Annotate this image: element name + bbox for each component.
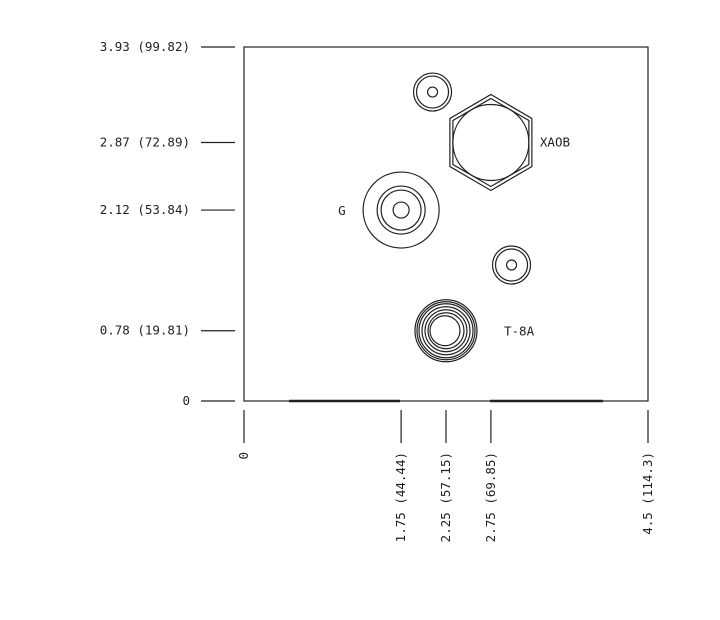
y-tick-label: 0.78 (19.81) (100, 323, 190, 338)
port-t-8a: T-8A (414, 299, 535, 363)
x-tick-label: 2.75 (69.85) (483, 452, 498, 542)
port-t-8a-ring-5 (424, 309, 468, 353)
port-g-spotface (362, 171, 440, 249)
port-g-bore (392, 201, 410, 219)
port-t-8a-ring-2 (416, 301, 476, 361)
x-tick-label: 1.75 (44.44) (393, 452, 408, 542)
port-t-8a-label: T-8A (504, 324, 535, 339)
small-port-right (491, 245, 532, 285)
y-dimension-ticks: 3.93 (99.82) 2.87 (72.89) 2.12 (53.84) 0.78… (100, 39, 235, 408)
port-xaob-label: XAOB (540, 134, 570, 149)
port-xaob-hex-inner (452, 97, 530, 188)
small-port-top-outer-ring (412, 72, 453, 112)
y-tick-label: 2.87 (72.89) (100, 134, 190, 149)
y-tick-label: 0 (182, 393, 190, 408)
port-t-8a-ring-3 (418, 303, 474, 359)
y-tick-label: 2.12 (53.84) (100, 202, 190, 217)
x-tick-label: 0 (236, 452, 251, 460)
port-t-8a-ring-6 (427, 312, 465, 350)
port-xaob-hex-outer (449, 93, 533, 192)
port-g-label: G (338, 203, 346, 218)
small-port-top (412, 72, 453, 112)
ports: XAOB G T-8A (338, 72, 570, 363)
x-tick-label: 2.25 (57.15) (438, 452, 453, 542)
port-g: G (338, 171, 440, 249)
port-xaob-bore (452, 103, 530, 182)
small-port-right-outer-ring (491, 245, 532, 285)
port-t-8a-ring-4 (421, 306, 471, 356)
small-port-right-mid-ring (494, 248, 529, 282)
port-g-counterbore (376, 185, 426, 235)
x-tick-label: 4.5 (114.3) (640, 452, 655, 535)
port-xaob: XAOB (449, 93, 570, 192)
x-dimension-ticks: 0 1.75 (44.44) 2.25 (57.15) 2.75 (69.85) 4.5… (236, 410, 655, 542)
small-port-top-inner-ring (426, 86, 439, 98)
small-port-top-mid-ring (415, 75, 450, 109)
small-port-right-inner-ring (505, 259, 518, 271)
port-t-8a-ring-7 (429, 315, 461, 347)
y-tick-label: 3.93 (99.82) (100, 39, 190, 54)
block-outline (243, 46, 649, 402)
port-g-ring (380, 189, 422, 231)
port-t-8a-ring-1 (414, 299, 478, 363)
